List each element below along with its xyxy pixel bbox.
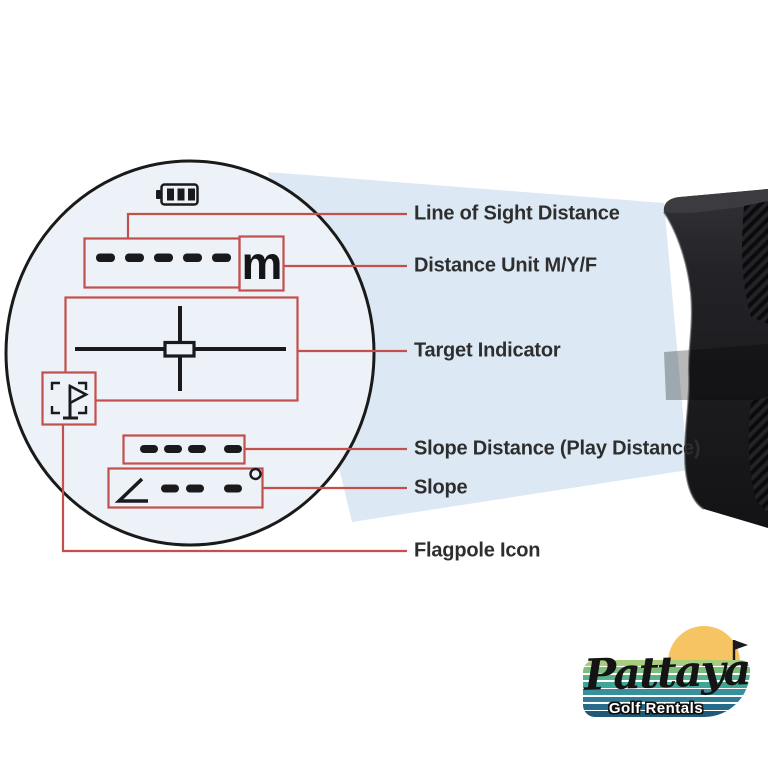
slope-angle-icon bbox=[114, 477, 148, 503]
logo-stripe bbox=[583, 660, 750, 666]
dash bbox=[183, 253, 202, 262]
dash bbox=[164, 445, 182, 453]
leader-line-of-sight bbox=[126, 212, 407, 239]
logo-title: Pattaya bbox=[583, 645, 751, 701]
logo-stripe bbox=[583, 681, 750, 688]
label-flagpole-icon: Flagpole Icon bbox=[414, 539, 541, 562]
slope-distance-dashes bbox=[140, 445, 242, 453]
logo-stripe bbox=[583, 667, 750, 674]
line-of-sight-dashes bbox=[96, 253, 231, 262]
battery-icon bbox=[156, 183, 199, 206]
brand-logo: Pattaya Golf Rentals bbox=[560, 612, 768, 768]
label-slope-distance: Slope Distance (Play Distance) bbox=[414, 437, 701, 460]
label-line-of-sight-distance: Line of Sight Distance bbox=[414, 202, 620, 225]
battery-shell bbox=[160, 183, 199, 206]
label-slope: Slope bbox=[414, 476, 468, 499]
device-grip-texture-bottom bbox=[748, 397, 768, 513]
label-distance-unit: Distance Unit M/Y/F bbox=[414, 254, 597, 277]
focus-bracket bbox=[50, 381, 60, 390]
battery-bar bbox=[188, 188, 195, 201]
box-target-indicator bbox=[64, 296, 299, 402]
dash bbox=[224, 484, 242, 493]
logo-subtitle: Golf Rentals bbox=[608, 700, 704, 717]
dash bbox=[161, 484, 179, 493]
crosshair-icon bbox=[75, 306, 286, 391]
device-body bbox=[663, 189, 768, 528]
logo-stripes bbox=[583, 660, 750, 717]
device-edge-highlight bbox=[663, 211, 705, 510]
dash bbox=[140, 445, 158, 453]
leader-flagpole bbox=[61, 425, 407, 553]
device-grip-texture-top bbox=[742, 201, 768, 324]
battery-bar bbox=[167, 188, 174, 201]
battery-bar bbox=[177, 188, 185, 201]
focus-bracket bbox=[78, 406, 88, 415]
logo-stripe bbox=[583, 674, 750, 681]
rangefinder-device bbox=[663, 189, 768, 528]
box-slope-distance bbox=[122, 434, 246, 465]
logo-stripe bbox=[583, 703, 750, 710]
callout-lines bbox=[41, 212, 407, 553]
dash bbox=[96, 253, 115, 262]
box-slope bbox=[107, 467, 264, 509]
logo-stripe bbox=[583, 689, 750, 696]
logo-stripe bbox=[583, 696, 750, 703]
logo-stripe bbox=[583, 711, 750, 717]
golf-flag-pennant bbox=[734, 640, 748, 650]
degree-mark-icon bbox=[249, 467, 262, 481]
box-distance-unit bbox=[238, 235, 285, 292]
label-target-indicator: Target Indicator bbox=[414, 339, 561, 362]
slope-display bbox=[114, 467, 262, 503]
device-top-bevel bbox=[663, 189, 768, 214]
dash bbox=[125, 253, 144, 262]
dash bbox=[212, 253, 231, 262]
battery-nub bbox=[156, 190, 161, 199]
crosshair-center-box bbox=[163, 340, 196, 358]
dash bbox=[224, 445, 242, 453]
focus-bracket bbox=[50, 406, 60, 415]
dash bbox=[188, 445, 206, 453]
device-grip-band bbox=[664, 344, 768, 400]
flagpole-icon bbox=[50, 381, 89, 420]
distance-unit-value: m bbox=[241, 237, 283, 289]
dash bbox=[186, 484, 204, 493]
flag-pennant bbox=[68, 383, 89, 406]
focus-bracket bbox=[78, 381, 88, 390]
light-beam bbox=[268, 172, 688, 522]
dash bbox=[154, 253, 173, 262]
